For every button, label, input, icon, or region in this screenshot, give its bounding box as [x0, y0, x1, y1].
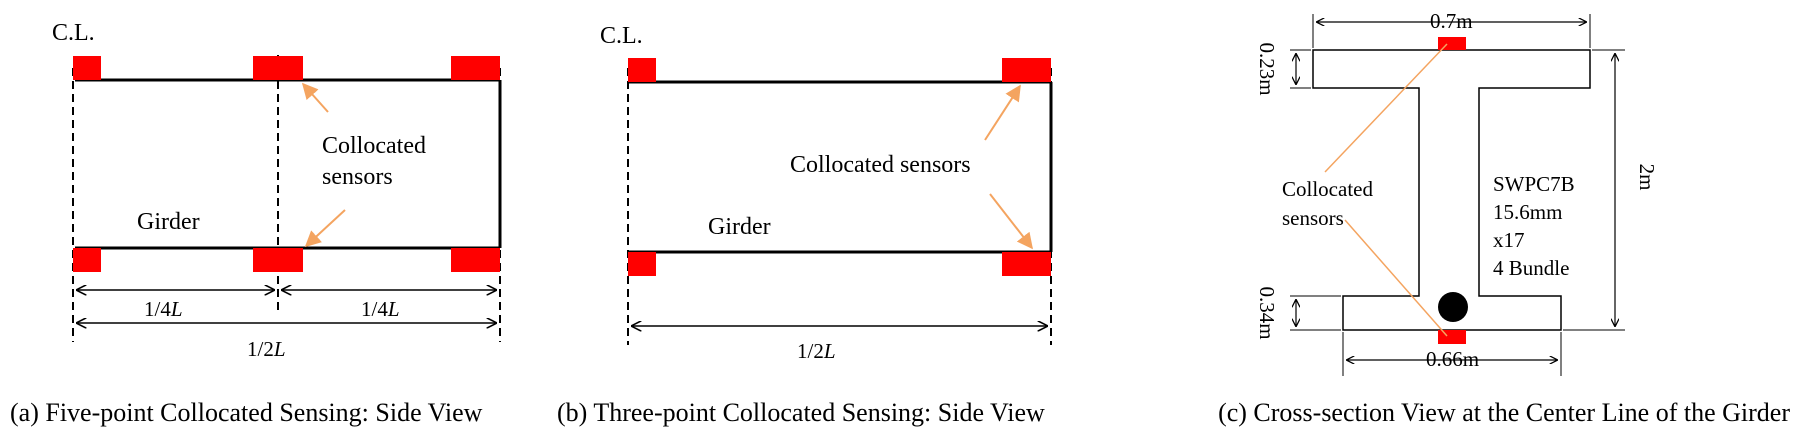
sensor-c-bottom — [1438, 330, 1466, 344]
annotation-c-line2: sensors — [1282, 206, 1344, 230]
annotation-arrow-b-bottom — [989, 193, 1033, 250]
dim-label-quarter-left-a: 1/4L — [144, 297, 183, 321]
girder-label-a: Girder — [137, 209, 200, 235]
sensor-a-top-2 — [253, 56, 303, 80]
annotation-line-c-bottom — [1344, 219, 1448, 337]
sensor-a-top-1 — [73, 56, 101, 80]
dim-label-half-a: 1/2L — [247, 337, 286, 361]
annotation-c-line1: Collocated — [1282, 177, 1373, 201]
top-width-label: 0.7m — [1430, 9, 1473, 33]
panel-b: C.L. Collocated sensors Girder 1/2L — [600, 23, 1053, 363]
annotation-b: Collocated sensors — [790, 152, 971, 178]
center-line-label-a: C.L. — [52, 20, 95, 46]
tendon-spec-line2: 15.6mm — [1493, 200, 1562, 224]
caption-c: (c) Cross-section View at the Center Lin… — [1218, 398, 1790, 427]
caption-b: (b) Three-point Collocated Sensing: Side… — [557, 398, 1045, 427]
top-flange-label: 0.23m — [1255, 42, 1279, 95]
center-line-label-b: C.L. — [600, 23, 643, 49]
sensor-b-bottom-1 — [628, 252, 656, 276]
annotation-a-line2: sensors — [322, 164, 393, 190]
tendon-spec-line1: SWPC7B — [1493, 172, 1575, 196]
annotation-arrow-a-top — [301, 82, 329, 113]
sensor-b-top-1 — [628, 58, 656, 82]
dim-label-quarter-right-a: 1/4L — [361, 297, 400, 321]
panel-c: 0.7m 0.23m 2m 0.34m 0.66m Collocated sen… — [1255, 9, 1659, 376]
sensor-b-bottom-2 — [1002, 252, 1051, 276]
height-label: 2m — [1635, 164, 1659, 191]
tendon-bundle — [1438, 292, 1468, 322]
annotation-a-line1: Collocated — [322, 133, 426, 159]
annotation-arrow-a-bottom — [304, 209, 346, 248]
sensor-b-top-2 — [1002, 58, 1051, 82]
sensor-a-bottom-1 — [73, 248, 101, 272]
tendon-spec-line4: 4 Bundle — [1493, 256, 1569, 280]
dim-label-half-b: 1/2L — [797, 339, 836, 363]
annotation-arrow-b-top — [984, 84, 1021, 141]
i-girder-section — [1312, 49, 1591, 331]
sensor-a-bottom-3 — [451, 248, 500, 272]
sensor-a-top-3 — [451, 56, 500, 80]
bottom-width-label: 0.66m — [1426, 347, 1479, 371]
tendon-spec-line3: x17 — [1493, 228, 1525, 252]
panel-a: C.L. Collocated sensors Girder 1/4L 1/4L… — [52, 20, 502, 361]
bottom-flange-label: 0.34m — [1255, 286, 1279, 339]
sensor-a-bottom-2 — [253, 248, 303, 272]
caption-a: (a) Five-point Collocated Sensing: Side … — [10, 398, 483, 427]
annotation-line-c-top — [1324, 43, 1448, 173]
girder-label-b: Girder — [708, 214, 771, 240]
